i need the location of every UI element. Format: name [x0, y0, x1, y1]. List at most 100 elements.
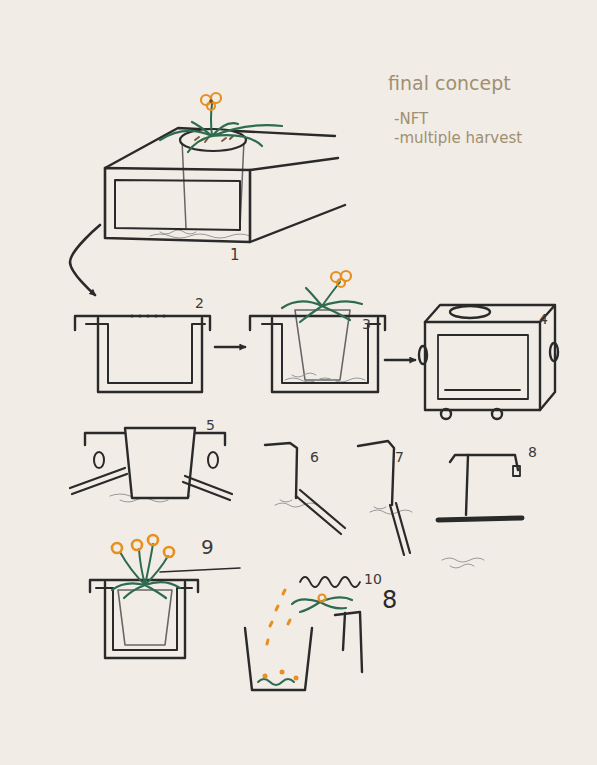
folded-bracket — [513, 466, 520, 476]
step-panel: 1 — [100, 85, 345, 265]
bracket-with-stake — [265, 443, 345, 534]
planted-channel-section — [272, 318, 378, 392]
flowering-channel-section — [132, 540, 142, 550]
connector-layer — [70, 225, 415, 360]
channel-on-wheels — [550, 343, 558, 361]
harvest-into-bin — [280, 670, 285, 675]
pot-removal-sketch — [94, 452, 104, 468]
repeat-mark: 8 — [382, 588, 397, 612]
step-panel: 2 — [70, 295, 215, 400]
harvest-into-bin — [258, 679, 294, 685]
channel-cross-section — [138, 314, 141, 317]
bracket-with-stake — [358, 441, 394, 505]
step-panel: 7 — [355, 440, 415, 560]
harvest-into-bin — [335, 612, 362, 672]
flowering-channel-section — [112, 543, 122, 553]
folded-bracket — [450, 455, 518, 470]
step-panel: 3 — [245, 275, 385, 400]
pot-removal-sketch — [70, 428, 232, 502]
planted-channel-section — [337, 279, 345, 287]
concept-note: -NFT — [394, 112, 428, 127]
bracket-with-stake — [275, 500, 317, 507]
flowering-channel-section — [90, 535, 240, 658]
folded-bracket — [438, 518, 522, 520]
pot-removal-sketch — [125, 428, 195, 498]
nft-channel-sketch — [105, 93, 345, 242]
flowering-channel-section — [160, 568, 240, 572]
flow-arrow — [70, 225, 100, 295]
sketch-title: final concept — [388, 74, 511, 93]
step-panel: 6 — [262, 440, 352, 540]
bracket-with-stake — [296, 490, 345, 534]
step-number: 3 — [362, 317, 371, 331]
harvest-into-bin — [292, 597, 352, 612]
channel-on-wheels — [425, 322, 540, 410]
flowering-channel-section — [96, 588, 192, 650]
harvest-into-bin — [245, 577, 362, 690]
harvest-into-bin — [267, 590, 290, 644]
nft-channel-sketch — [182, 140, 244, 228]
flowering-channel-section — [118, 590, 172, 645]
flowering-channel-section — [164, 547, 174, 557]
channel-on-wheels — [438, 335, 528, 399]
bracket-with-stake — [358, 441, 412, 555]
step-number: 5 — [206, 418, 215, 432]
nft-channel-sketch — [150, 230, 250, 238]
step-panel: 10 — [240, 560, 400, 695]
channel-cross-section — [98, 318, 202, 392]
folded-bracket — [438, 455, 522, 568]
channel-cross-section — [154, 314, 157, 317]
step-panel: 8 — [430, 440, 540, 585]
harvest-into-bin — [294, 676, 299, 681]
folded-bracket — [442, 558, 484, 568]
planted-channel-section — [262, 324, 380, 383]
channel-on-wheels — [450, 306, 490, 318]
harvest-into-bin — [319, 595, 326, 602]
harvest-into-bin — [245, 628, 312, 690]
step-panel: 4 — [415, 295, 560, 420]
harvest-into-bin — [300, 577, 360, 587]
step-number: 8 — [528, 445, 537, 459]
step-panel: 5 — [65, 415, 235, 505]
channel-cross-section — [146, 314, 149, 317]
step-panel: 9 — [85, 535, 245, 665]
bracket-with-stake — [265, 443, 297, 498]
channel-on-wheels — [492, 409, 502, 419]
nft-channel-sketch — [160, 122, 282, 152]
channel-on-wheels — [441, 409, 451, 419]
harvest-into-bin — [263, 674, 268, 679]
step-number: 10 — [364, 572, 382, 586]
channel-on-wheels — [419, 346, 427, 364]
channel-on-wheels — [419, 305, 558, 419]
channel-cross-section — [86, 324, 205, 383]
flowering-channel-section — [105, 582, 185, 658]
flow-arrow — [385, 359, 415, 362]
nft-channel-sketch — [207, 102, 215, 110]
nft-channel-sketch — [209, 99, 213, 103]
nft-channel-sketch — [105, 128, 345, 242]
step-number: 9 — [201, 537, 214, 557]
step-number: 4 — [539, 312, 548, 326]
pot-removal-sketch — [208, 452, 218, 468]
concept-note: -multiple harvest — [394, 131, 522, 146]
planted-channel-section — [285, 373, 365, 382]
bracket-with-stake — [390, 503, 410, 555]
flowering-channel-section — [120, 544, 168, 585]
flowering-channel-section — [112, 582, 180, 598]
channel-cross-section — [75, 314, 210, 392]
folded-bracket — [466, 455, 468, 515]
step-number: 2 — [195, 296, 204, 310]
nft-channel-sketch — [105, 168, 250, 242]
step-number: 1 — [230, 248, 240, 263]
flowering-channel-section — [148, 535, 158, 545]
pot-removal-sketch — [183, 476, 232, 500]
channel-cross-section — [130, 314, 133, 317]
step-number: 6 — [310, 450, 319, 464]
step-number: 7 — [395, 450, 404, 464]
planted-channel-section — [282, 288, 362, 322]
channel-cross-section — [162, 314, 165, 317]
channel-on-wheels — [445, 389, 520, 391]
planted-channel-section — [250, 271, 385, 392]
